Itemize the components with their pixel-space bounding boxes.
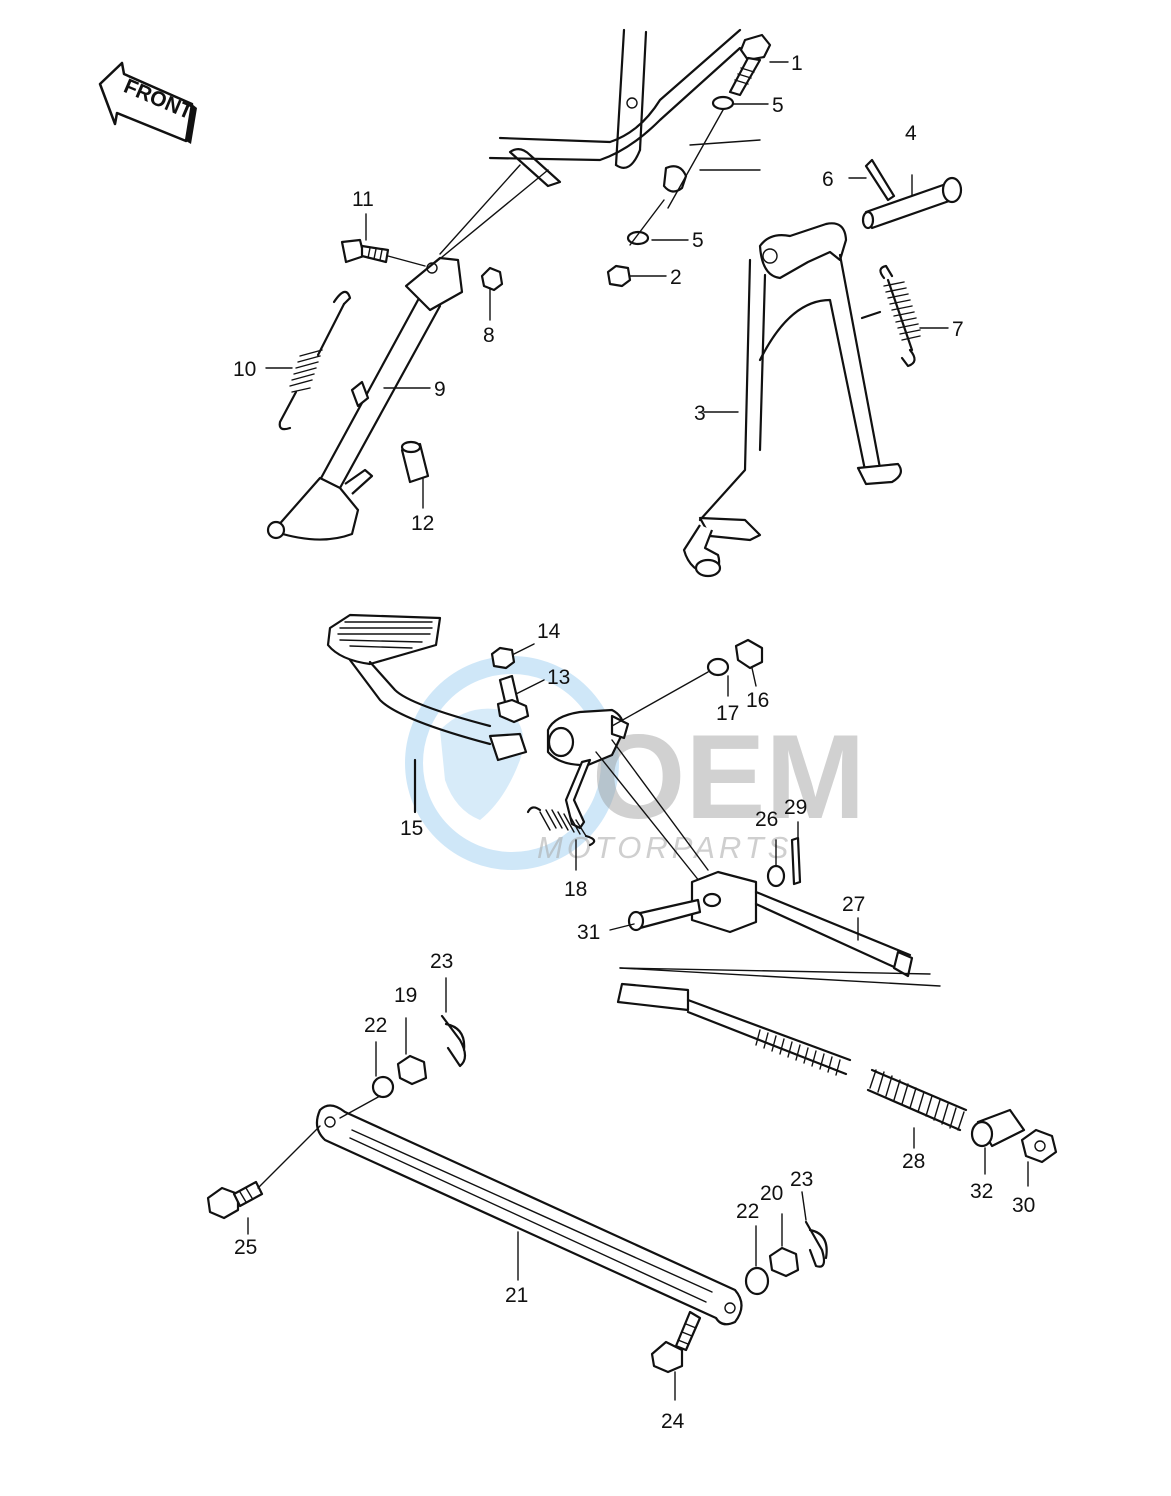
nut-part-16 [734,638,764,670]
cotter-pin-part-6 [864,158,896,202]
washer-part-22-lower [744,1266,770,1296]
bolt-part-25 [206,1180,264,1220]
callout-6: 6 [822,168,834,191]
callout-21: 21 [505,1284,528,1307]
r-clip-part-23-lower [804,1220,828,1268]
callout-12: 12 [411,512,434,535]
callout-29: 29 [784,796,807,819]
nut-part-30 [1020,1128,1058,1164]
callout-10: 10 [233,358,256,381]
clevis-pin-part-31 [627,898,702,932]
callout-20: 20 [760,1182,783,1205]
nut-part-20 [768,1246,800,1278]
brake-rod-part-27 [690,870,914,978]
bolt-part-1 [728,33,772,97]
callout-31: 31 [577,921,600,944]
threaded-rod [616,982,852,1076]
callout-3: 3 [694,402,706,425]
watermark-subtitle: MOTORPARTS [537,830,792,865]
spring-part-10 [278,290,352,431]
callout-5-lower: 5 [692,229,704,252]
callout-2: 2 [670,266,682,289]
callout-30: 30 [1012,1194,1035,1217]
frame [488,28,761,193]
callout-24: 24 [661,1410,685,1433]
side-stand-part-9 [266,256,464,541]
callout-27: 27 [842,893,865,916]
callout-25: 25 [234,1236,257,1259]
callout-7: 7 [952,318,964,341]
washer-part-5-upper [711,95,735,111]
watermark-continents [440,708,524,820]
spring-part-7 [879,264,921,368]
nut-part-2 [606,264,632,288]
nut-part-14 [490,646,516,670]
callout-5-upper: 5 [772,94,784,117]
callout-28: 28 [902,1150,925,1173]
callout-22-lower: 22 [736,1200,759,1223]
joint-part-32 [970,1108,1026,1148]
torque-link-part-21 [315,1104,743,1326]
callout-numbers: 1 5 4 6 11 5 2 8 7 10 9 3 12 14 13 16 17… [233,52,1035,1433]
callout-11: 11 [352,188,374,211]
washer-part-17 [706,657,730,677]
callout-13: 13 [547,666,570,689]
collar-part-12 [400,440,430,484]
callout-9: 9 [434,378,446,401]
callout-4: 4 [905,122,917,145]
bolt-part-24 [650,1310,702,1374]
callout-26: 26 [755,808,778,831]
callout-22-upper: 22 [364,1014,387,1037]
leader-lines [247,61,1029,1401]
pivot-pin-part-4 [861,176,963,230]
callout-14: 14 [537,620,561,643]
front-arrow-icon: FRONT [98,61,197,144]
nut-part-8 [480,266,504,292]
callout-17: 17 [716,702,739,725]
callout-15: 15 [400,817,423,840]
callout-8: 8 [483,324,495,347]
brake-pedal-part-15 [326,613,630,830]
callout-1: 1 [791,52,803,75]
watermark-brand: OEM [592,710,865,844]
bolt-part-11 [340,238,426,267]
washer-part-22-upper [371,1075,395,1099]
spring-part-18 [526,806,596,847]
callout-23-lower: 23 [790,1168,813,1191]
washer-part-26 [766,864,786,888]
center-stand-part-3 [682,222,902,578]
r-clip-part-23-upper [440,1014,467,1068]
spring-part-28 [866,1068,968,1132]
callout-32: 32 [970,1180,993,1203]
callout-16: 16 [746,689,769,712]
cotter-pin-part-29 [790,836,802,886]
callout-18: 18 [564,878,587,901]
bolt-part-13 [496,674,530,724]
nut-part-19 [396,1054,428,1086]
callout-23-upper: 23 [430,950,453,973]
callout-19: 19 [394,984,417,1007]
